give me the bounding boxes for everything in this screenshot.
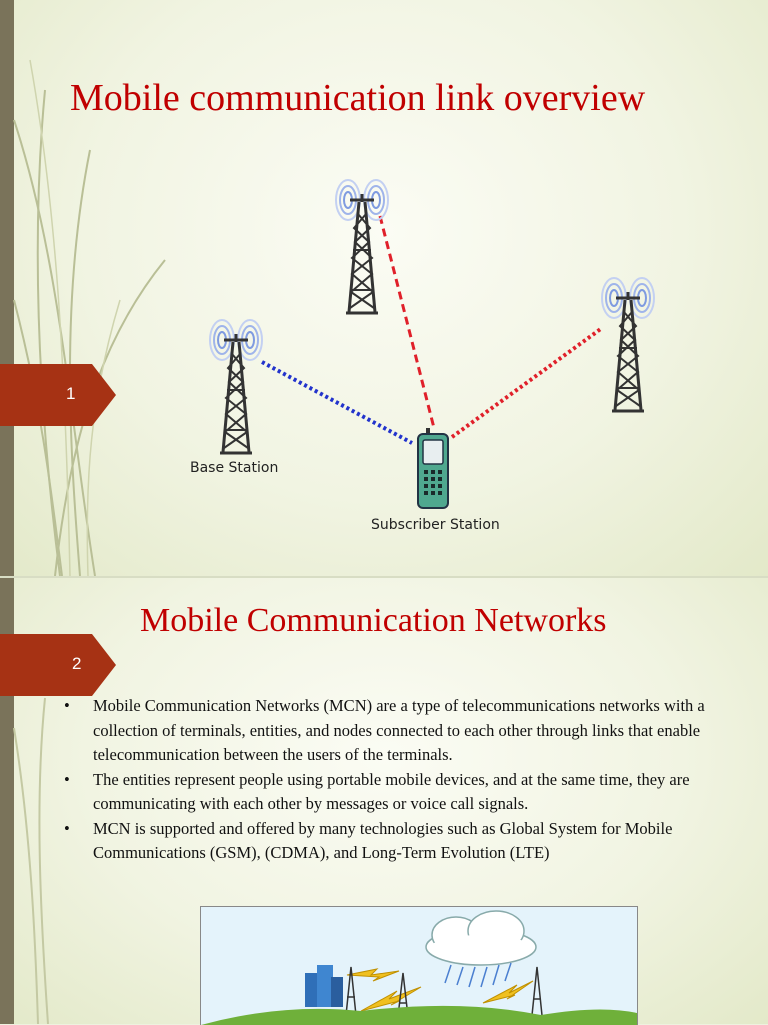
slide-1: 1 Mobile communication link overview xyxy=(0,0,768,576)
tower-right-icon xyxy=(601,277,655,413)
base-station-label: Base Station xyxy=(190,460,279,476)
slide-number-badge: 2 xyxy=(0,634,118,696)
tower-top-icon xyxy=(335,179,389,315)
network-illustration-art xyxy=(201,907,637,1025)
subscriber-station-label: Subscriber Station xyxy=(371,517,500,533)
grass-decoration xyxy=(13,697,49,1024)
link-blue xyxy=(261,360,413,445)
base-station-tower-icon xyxy=(209,319,263,455)
buildings-icon xyxy=(305,965,343,1007)
slide-title: Mobile communication link overview xyxy=(70,77,646,119)
bullet-list: Mobile Communication Networks (MCN) are … xyxy=(60,694,760,866)
slide-title: Mobile Communication Networks xyxy=(140,602,607,639)
bullet-item: MCN is supported and offered by many tec… xyxy=(60,817,760,866)
slide-number-badge: 1 xyxy=(0,364,118,426)
bullet-item: The entities represent people using port… xyxy=(60,768,760,817)
link-red-right xyxy=(450,326,604,439)
link-red-top xyxy=(378,215,436,429)
link-diagram xyxy=(209,179,655,509)
bullet-item: Mobile Communication Networks (MCN) are … xyxy=(60,694,760,768)
slide-left-bar xyxy=(0,0,14,576)
network-illustration xyxy=(200,906,638,1025)
slide-number: 2 xyxy=(72,654,82,673)
slide-divider xyxy=(0,576,768,578)
mobile-phone-icon xyxy=(417,428,449,509)
cloud-icon xyxy=(425,910,537,966)
slide-number: 1 xyxy=(66,384,76,403)
